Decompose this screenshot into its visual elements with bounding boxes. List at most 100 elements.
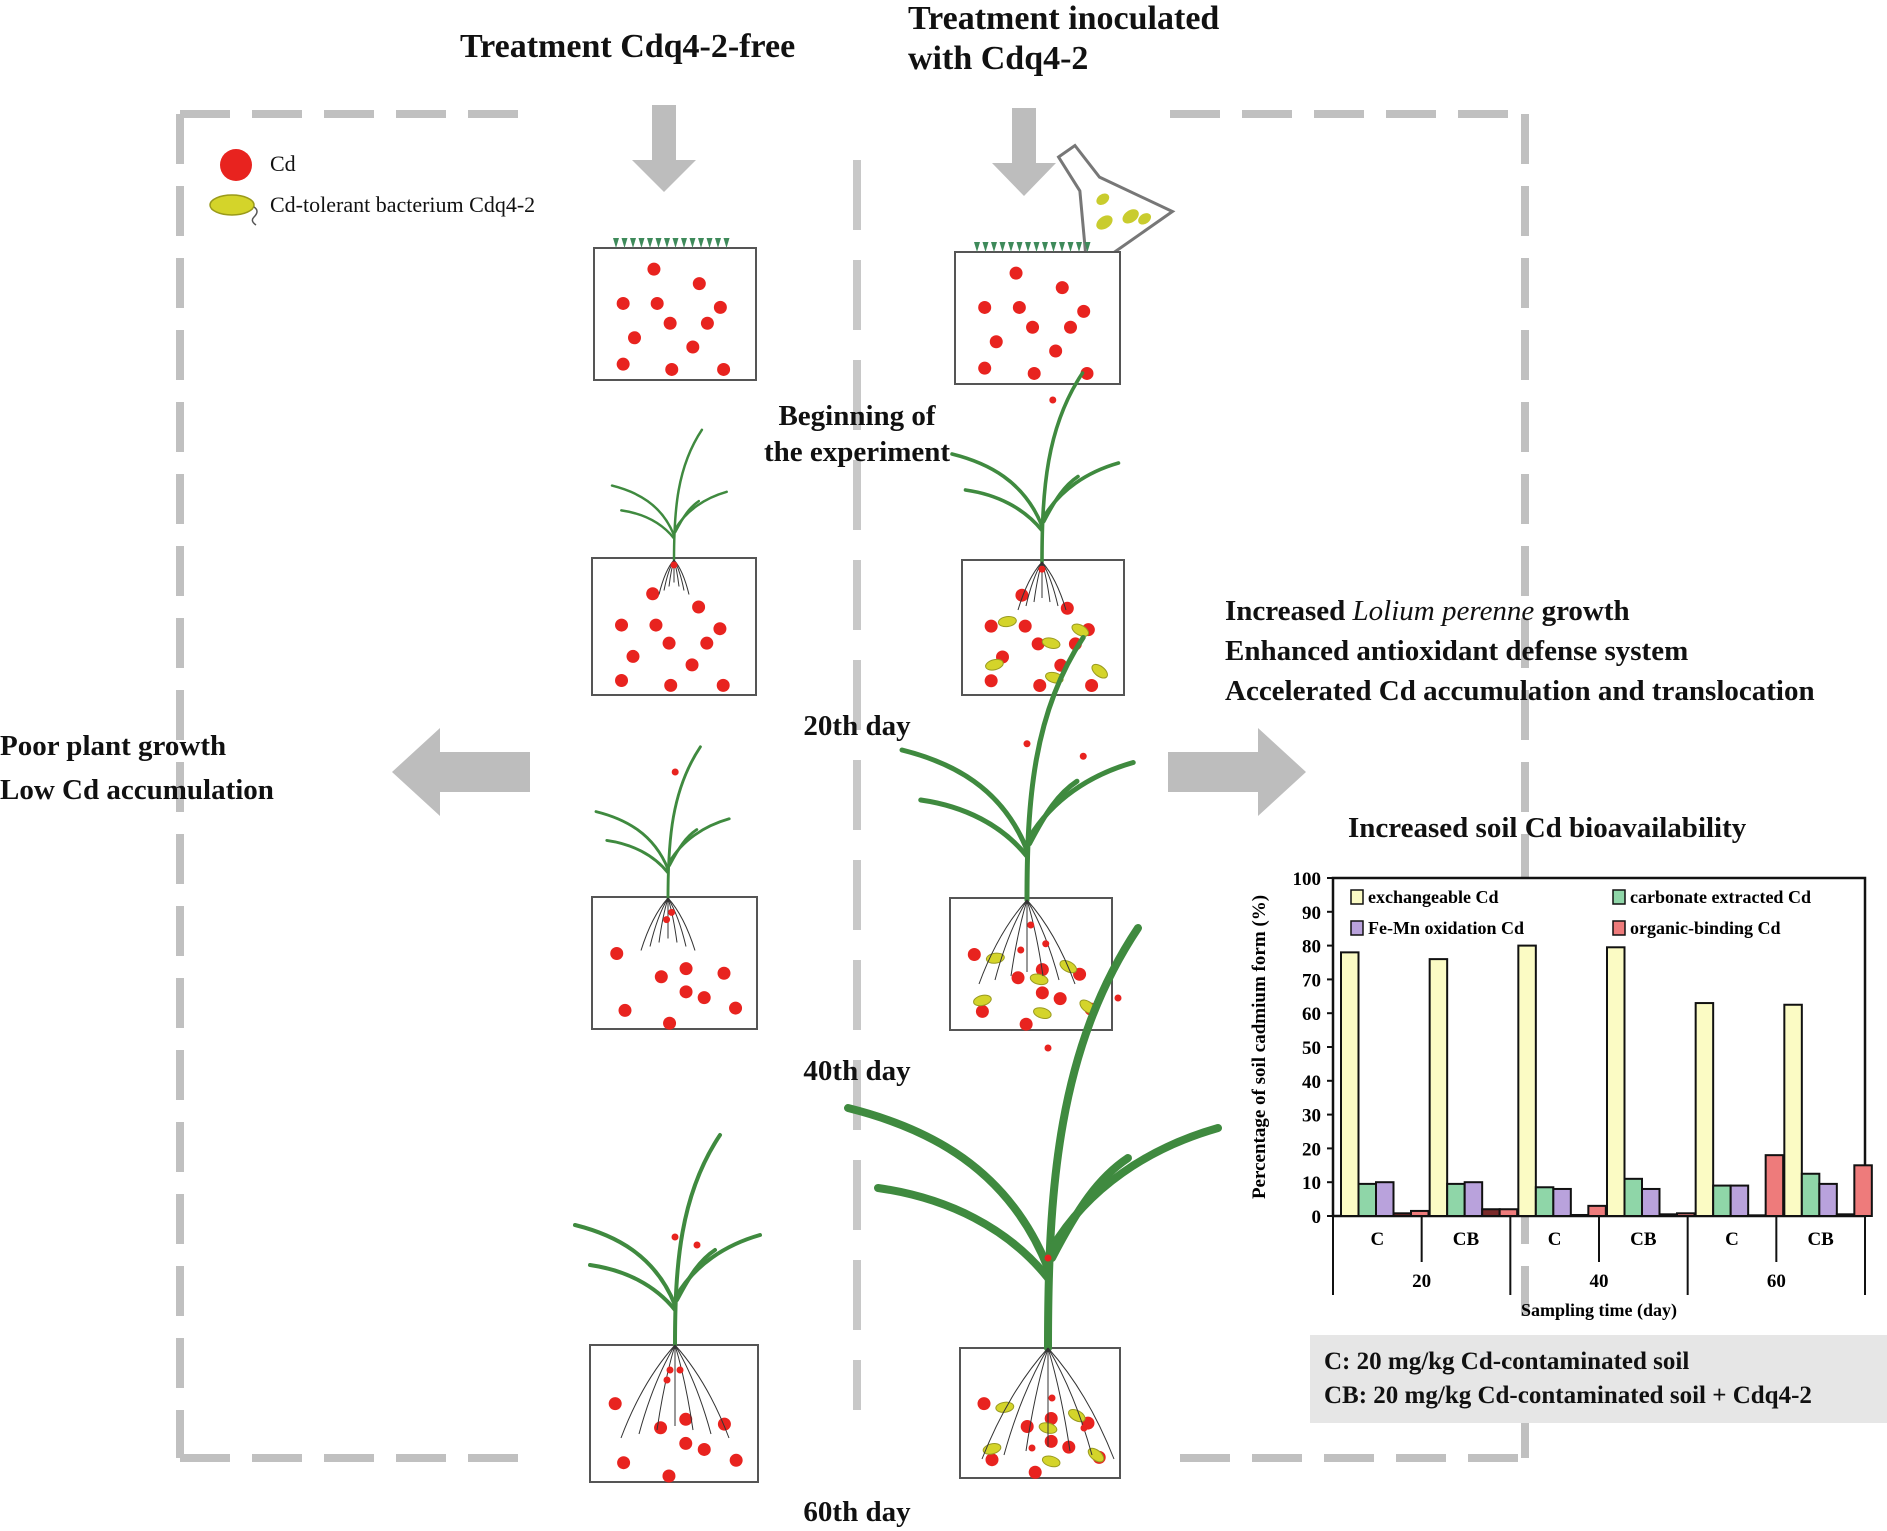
bacterium-particle xyxy=(1041,1455,1061,1468)
leaf-blade xyxy=(1027,778,1080,847)
leaf-blade xyxy=(573,1223,677,1307)
cd-particle xyxy=(662,1469,676,1483)
soil-pot xyxy=(591,557,757,696)
leaf-blade xyxy=(1040,371,1085,564)
cd-particle xyxy=(1012,300,1026,314)
right-arrow-icon xyxy=(1168,728,1306,816)
bar xyxy=(1783,1003,1803,1217)
seedling-leaf xyxy=(655,238,662,248)
root xyxy=(1026,899,1060,981)
y-axis-label: Percentage of soil cadmium form (%) xyxy=(1249,895,1270,1199)
cd-uptake-dot xyxy=(693,1241,701,1249)
outcome-line: Increased Lolium perenne growth xyxy=(1225,591,1815,631)
down-arrow-icon xyxy=(992,108,1056,196)
root xyxy=(656,1344,676,1431)
bar xyxy=(1676,1212,1696,1218)
cd-particle xyxy=(692,277,706,291)
soil-pot xyxy=(591,896,758,1030)
cd-particle xyxy=(654,1421,668,1435)
root xyxy=(1003,1347,1049,1456)
ryegrass-plant xyxy=(594,745,731,951)
cd-uptake-dot xyxy=(1048,1394,1056,1402)
cd-particle xyxy=(717,1417,731,1431)
bacterium-particle xyxy=(997,615,1017,628)
bacterium-particle xyxy=(1091,663,1108,679)
root xyxy=(1026,899,1076,985)
leaf-blade xyxy=(588,1263,677,1312)
cd-particle xyxy=(649,618,663,632)
bar xyxy=(1729,1184,1750,1217)
cd-particle xyxy=(1064,320,1077,334)
legend-label: carbonate extracted Cd xyxy=(1630,887,1811,907)
leaf-blade xyxy=(594,810,670,871)
leaf-blade xyxy=(673,1133,722,1347)
cd-particle xyxy=(717,362,731,376)
legend-swatch xyxy=(1612,889,1626,905)
ryegrass-plant xyxy=(899,635,1136,985)
seedling-leaf xyxy=(1025,242,1031,252)
leaf-blade xyxy=(674,499,701,534)
bar xyxy=(1552,1187,1572,1217)
soil-pot xyxy=(954,242,1121,385)
cd-particle xyxy=(685,658,699,672)
cd-particle xyxy=(616,357,630,371)
seedling-leaf xyxy=(681,238,687,248)
seedling-leaf xyxy=(621,238,628,248)
root xyxy=(667,897,696,951)
bacterium-particle xyxy=(1071,623,1090,637)
cd-particle xyxy=(1055,281,1069,295)
bar xyxy=(1587,1204,1607,1217)
root xyxy=(667,897,687,947)
seedling-row xyxy=(974,242,1091,252)
bar xyxy=(1498,1208,1519,1217)
cd-uptake-dot xyxy=(663,916,671,924)
cd-particle xyxy=(1028,1465,1042,1479)
stage-label-line: Beginning of xyxy=(778,400,936,432)
bar xyxy=(1835,1213,1856,1218)
leaf-blade xyxy=(675,1248,717,1302)
cd-particle xyxy=(697,991,711,1005)
cd-particle xyxy=(700,316,714,330)
cd-particle xyxy=(1026,320,1040,334)
inoculated-treatment-header-line1: Treatment inoculated xyxy=(908,0,1220,37)
category-label: C xyxy=(1548,1229,1562,1250)
cd-uptake-dot xyxy=(671,1233,679,1241)
root xyxy=(658,897,669,943)
down-arrow-icon xyxy=(632,105,696,192)
outcome-line: Poor plant growth xyxy=(0,730,227,762)
cd-particle xyxy=(618,1003,632,1017)
left-arrow-icon xyxy=(392,728,530,816)
outcome-line: Accelerated Cd accumulation and transloc… xyxy=(1225,675,1815,707)
stage-label-line: the experiment xyxy=(763,436,951,468)
bar xyxy=(1853,1164,1873,1218)
seedling-leaf xyxy=(999,242,1006,252)
outcome-text: growth xyxy=(1534,595,1630,627)
cd-uptake-dot xyxy=(1023,740,1031,748)
cd-particle xyxy=(985,1453,999,1467)
root xyxy=(1041,561,1067,611)
cd-particle xyxy=(646,587,660,601)
cd-uptake-dot xyxy=(1114,994,1122,1002)
ryegrass-plant xyxy=(950,371,1121,611)
cd-particle xyxy=(713,300,727,314)
root xyxy=(1047,1347,1071,1452)
leaf-blade xyxy=(1042,474,1080,524)
cd-particle xyxy=(610,946,624,960)
bar xyxy=(1340,951,1360,1217)
treatment-key-cb: CB: 20 mg/kg Cd-contaminated soil + Cdq4… xyxy=(1324,1382,1812,1409)
cd-particle xyxy=(686,340,700,354)
cd-particle xyxy=(700,636,714,650)
cd-particle xyxy=(1062,1440,1076,1454)
cd-uptake-dot xyxy=(1079,752,1087,760)
chart-title: Increased soil Cd bioavailability xyxy=(1348,812,1747,844)
category-label: CB xyxy=(1807,1229,1834,1250)
y-tick-label: 30 xyxy=(1302,1106,1321,1127)
cd-particle xyxy=(729,1453,743,1467)
cd-particle xyxy=(1031,637,1045,651)
root xyxy=(981,1347,1049,1460)
seedling-leaf xyxy=(991,242,997,252)
cd-particle xyxy=(977,1397,991,1411)
cd-particle xyxy=(716,678,730,692)
cd-particle xyxy=(1035,986,1049,1000)
root xyxy=(1041,561,1059,607)
